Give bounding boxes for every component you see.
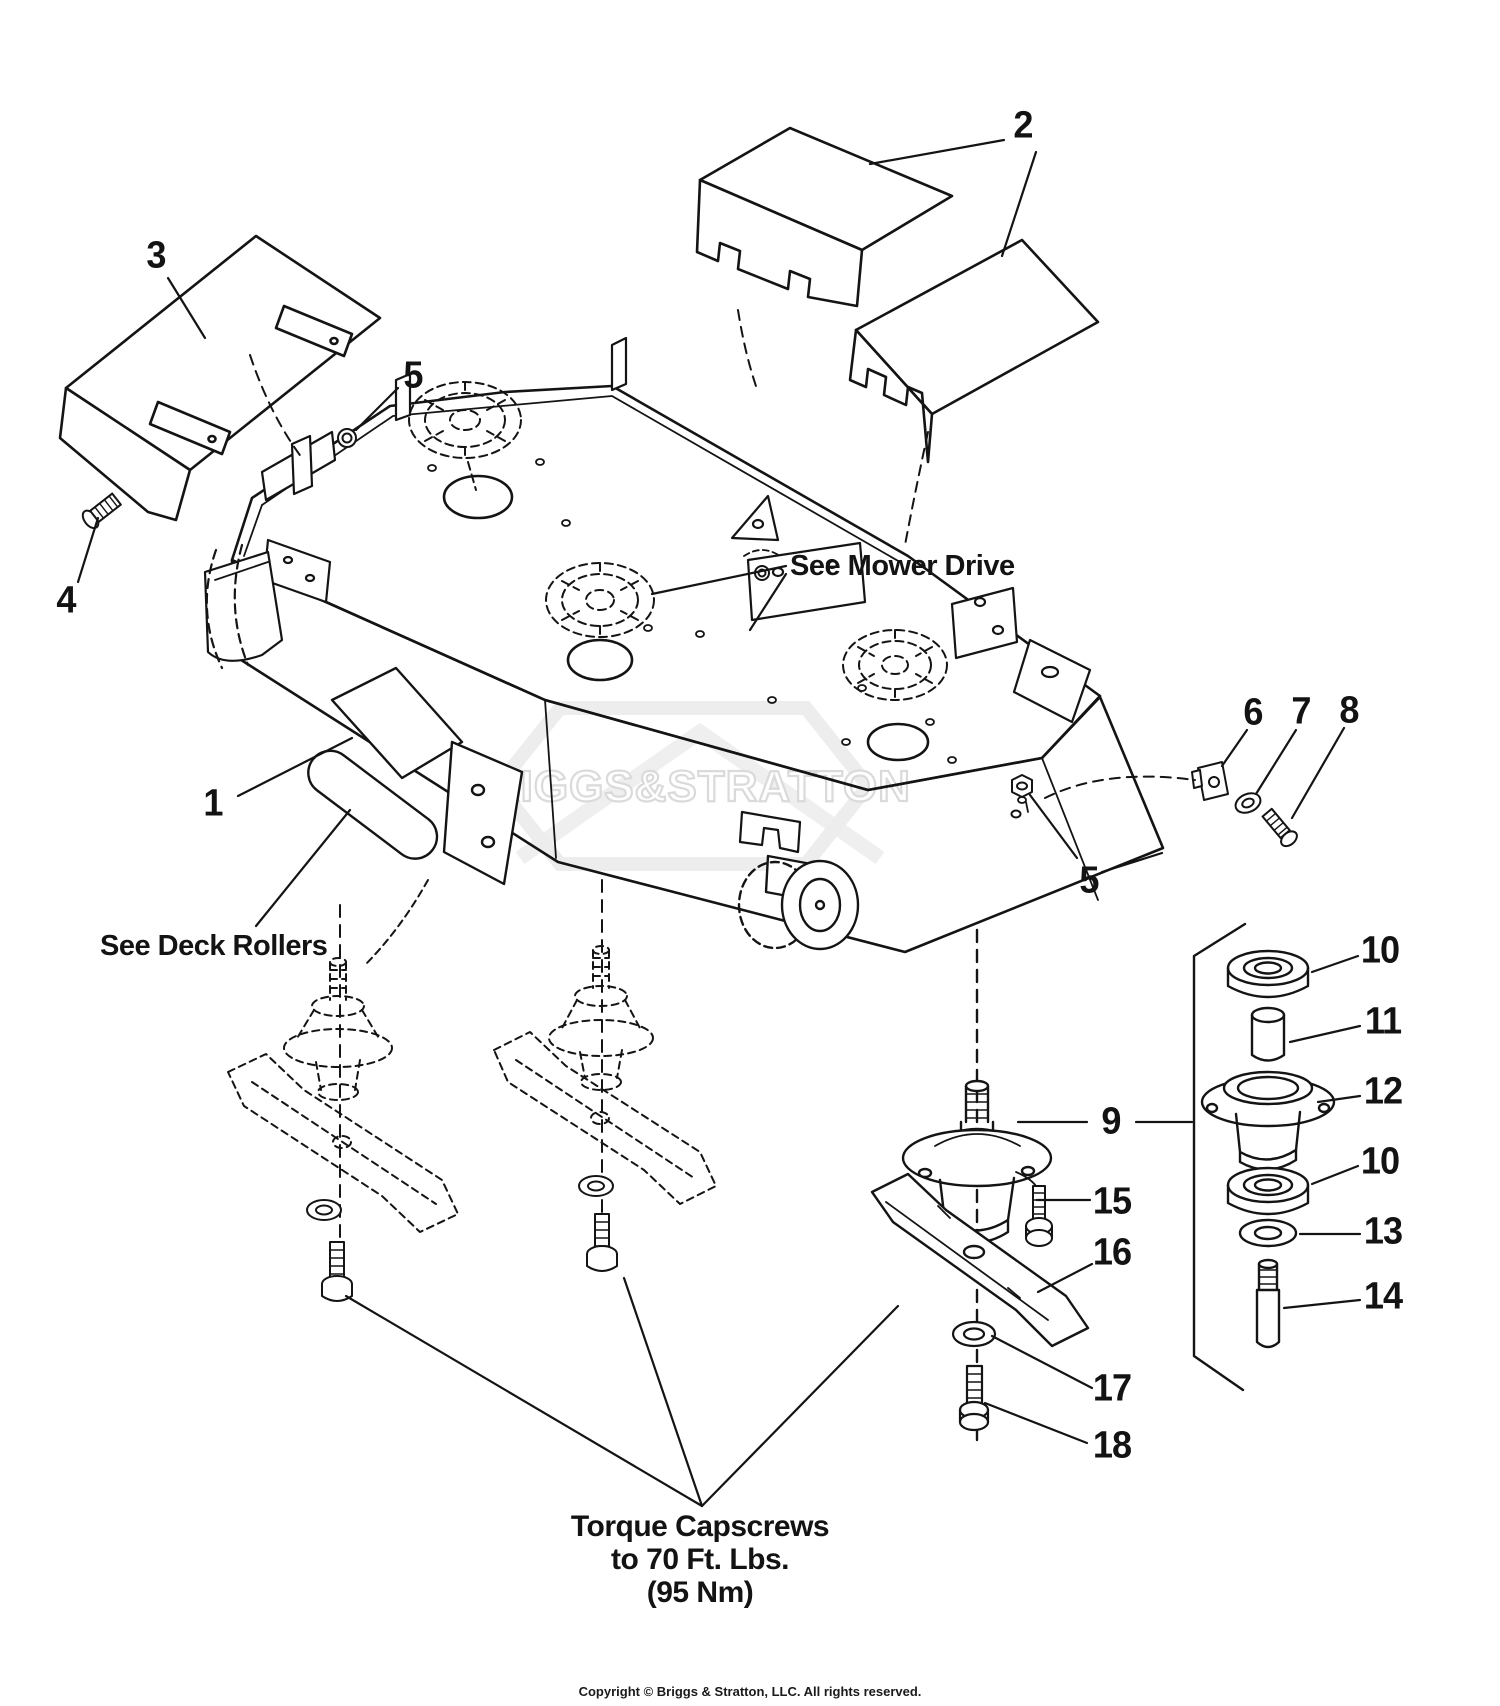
part-callout-12: 12	[1363, 1070, 1403, 1113]
part-callout-3: 3	[146, 234, 166, 277]
part-callout-5b: 5	[1079, 859, 1099, 902]
part-callout-13: 13	[1363, 1210, 1403, 1253]
washer-7	[1234, 792, 1262, 814]
part-callout-4: 4	[56, 579, 76, 622]
part-callout-2: 2	[1013, 104, 1033, 147]
spindle-9	[901, 928, 1053, 1442]
belt-cover-3	[58, 234, 382, 522]
briggs-stratton-watermark: BRIGGS&STRATTON	[454, 701, 911, 871]
part-callout-8: 8	[1339, 689, 1359, 732]
spindle-pulleys	[408, 381, 948, 701]
part-callout-7: 7	[1291, 690, 1311, 733]
pulley-right	[842, 629, 948, 701]
part-callout-11: 11	[1364, 1000, 1402, 1043]
screw-8	[1261, 807, 1298, 848]
shaft-14	[1255, 1258, 1281, 1349]
bearing-10-top	[1226, 949, 1310, 999]
see-deck-rollers-note: See Deck Rollers	[100, 930, 328, 962]
watermark-text: BRIGGS&STRATTON	[455, 762, 911, 811]
part-callout-17: 17	[1092, 1367, 1132, 1410]
leader-lines	[76, 138, 1362, 1508]
pulley-left	[408, 381, 522, 491]
nut-5-left	[337, 428, 357, 448]
torque-note-line2: to 70 Ft. Lbs.	[610, 1543, 790, 1576]
copyright-line: Copyright © Briggs & Stratton, LLC. All …	[578, 1684, 922, 1699]
capscrew-center	[586, 1213, 618, 1272]
blade-16	[870, 1172, 1090, 1348]
nut-5-right	[1010, 774, 1033, 819]
part-callout-9: 9	[1101, 1100, 1121, 1143]
part-callout-1: 1	[203, 782, 223, 825]
washer-left	[306, 1199, 342, 1221]
part-callout-6: 6	[1243, 691, 1263, 734]
spacer-11	[1250, 1006, 1286, 1062]
deck-wheel	[737, 854, 860, 951]
part-callout-16: 16	[1092, 1231, 1132, 1274]
torque-note-line3: (95 Nm)	[646, 1576, 754, 1609]
pulley-center	[545, 562, 655, 638]
spindle-center	[548, 879, 654, 1213]
part-callout-15: 15	[1092, 1180, 1132, 1223]
bearing-10-bottom	[1226, 1166, 1310, 1216]
part-callout-18: 18	[1092, 1424, 1132, 1467]
capscrew-left	[321, 1241, 353, 1302]
clip-nut-6	[1191, 761, 1229, 801]
blade-left	[227, 1053, 459, 1233]
deck-brackets	[260, 336, 1092, 854]
part-callout-14: 14	[1363, 1275, 1403, 1318]
deck-holes	[442, 474, 930, 762]
part-callout-10b: 10	[1360, 1140, 1400, 1183]
group-bracket-9	[1192, 922, 1247, 1392]
screw-4	[81, 492, 122, 530]
blade-center	[493, 1031, 717, 1205]
torque-note-line1: Torque Capscrews	[570, 1510, 830, 1543]
washer-center	[578, 1175, 614, 1197]
front-roller-arm	[307, 666, 524, 886]
cover-alignment-lines	[249, 309, 929, 546]
washer-17	[951, 1320, 997, 1348]
spindle-left	[283, 879, 429, 1241]
part-callout-10a: 10	[1360, 929, 1400, 972]
discharge-corner	[203, 543, 284, 670]
hardware-alignment-curve	[1044, 775, 1196, 799]
part-callout-5a: 5	[403, 354, 423, 397]
see-mower-drive-note: See Mower Drive	[790, 550, 1015, 582]
belt-cover-2-right	[848, 238, 1100, 464]
housing-12	[1200, 1070, 1336, 1171]
bolt-18	[958, 1364, 990, 1432]
capscrew-15	[1025, 1185, 1053, 1247]
torque-note: Torque Capscrews to 70 Ft. Lbs. (95 Nm)	[520, 1510, 880, 1609]
washer-13	[1238, 1218, 1298, 1248]
deck-bolt-holes	[427, 458, 1027, 804]
belt-cover-2-middle	[695, 126, 954, 308]
